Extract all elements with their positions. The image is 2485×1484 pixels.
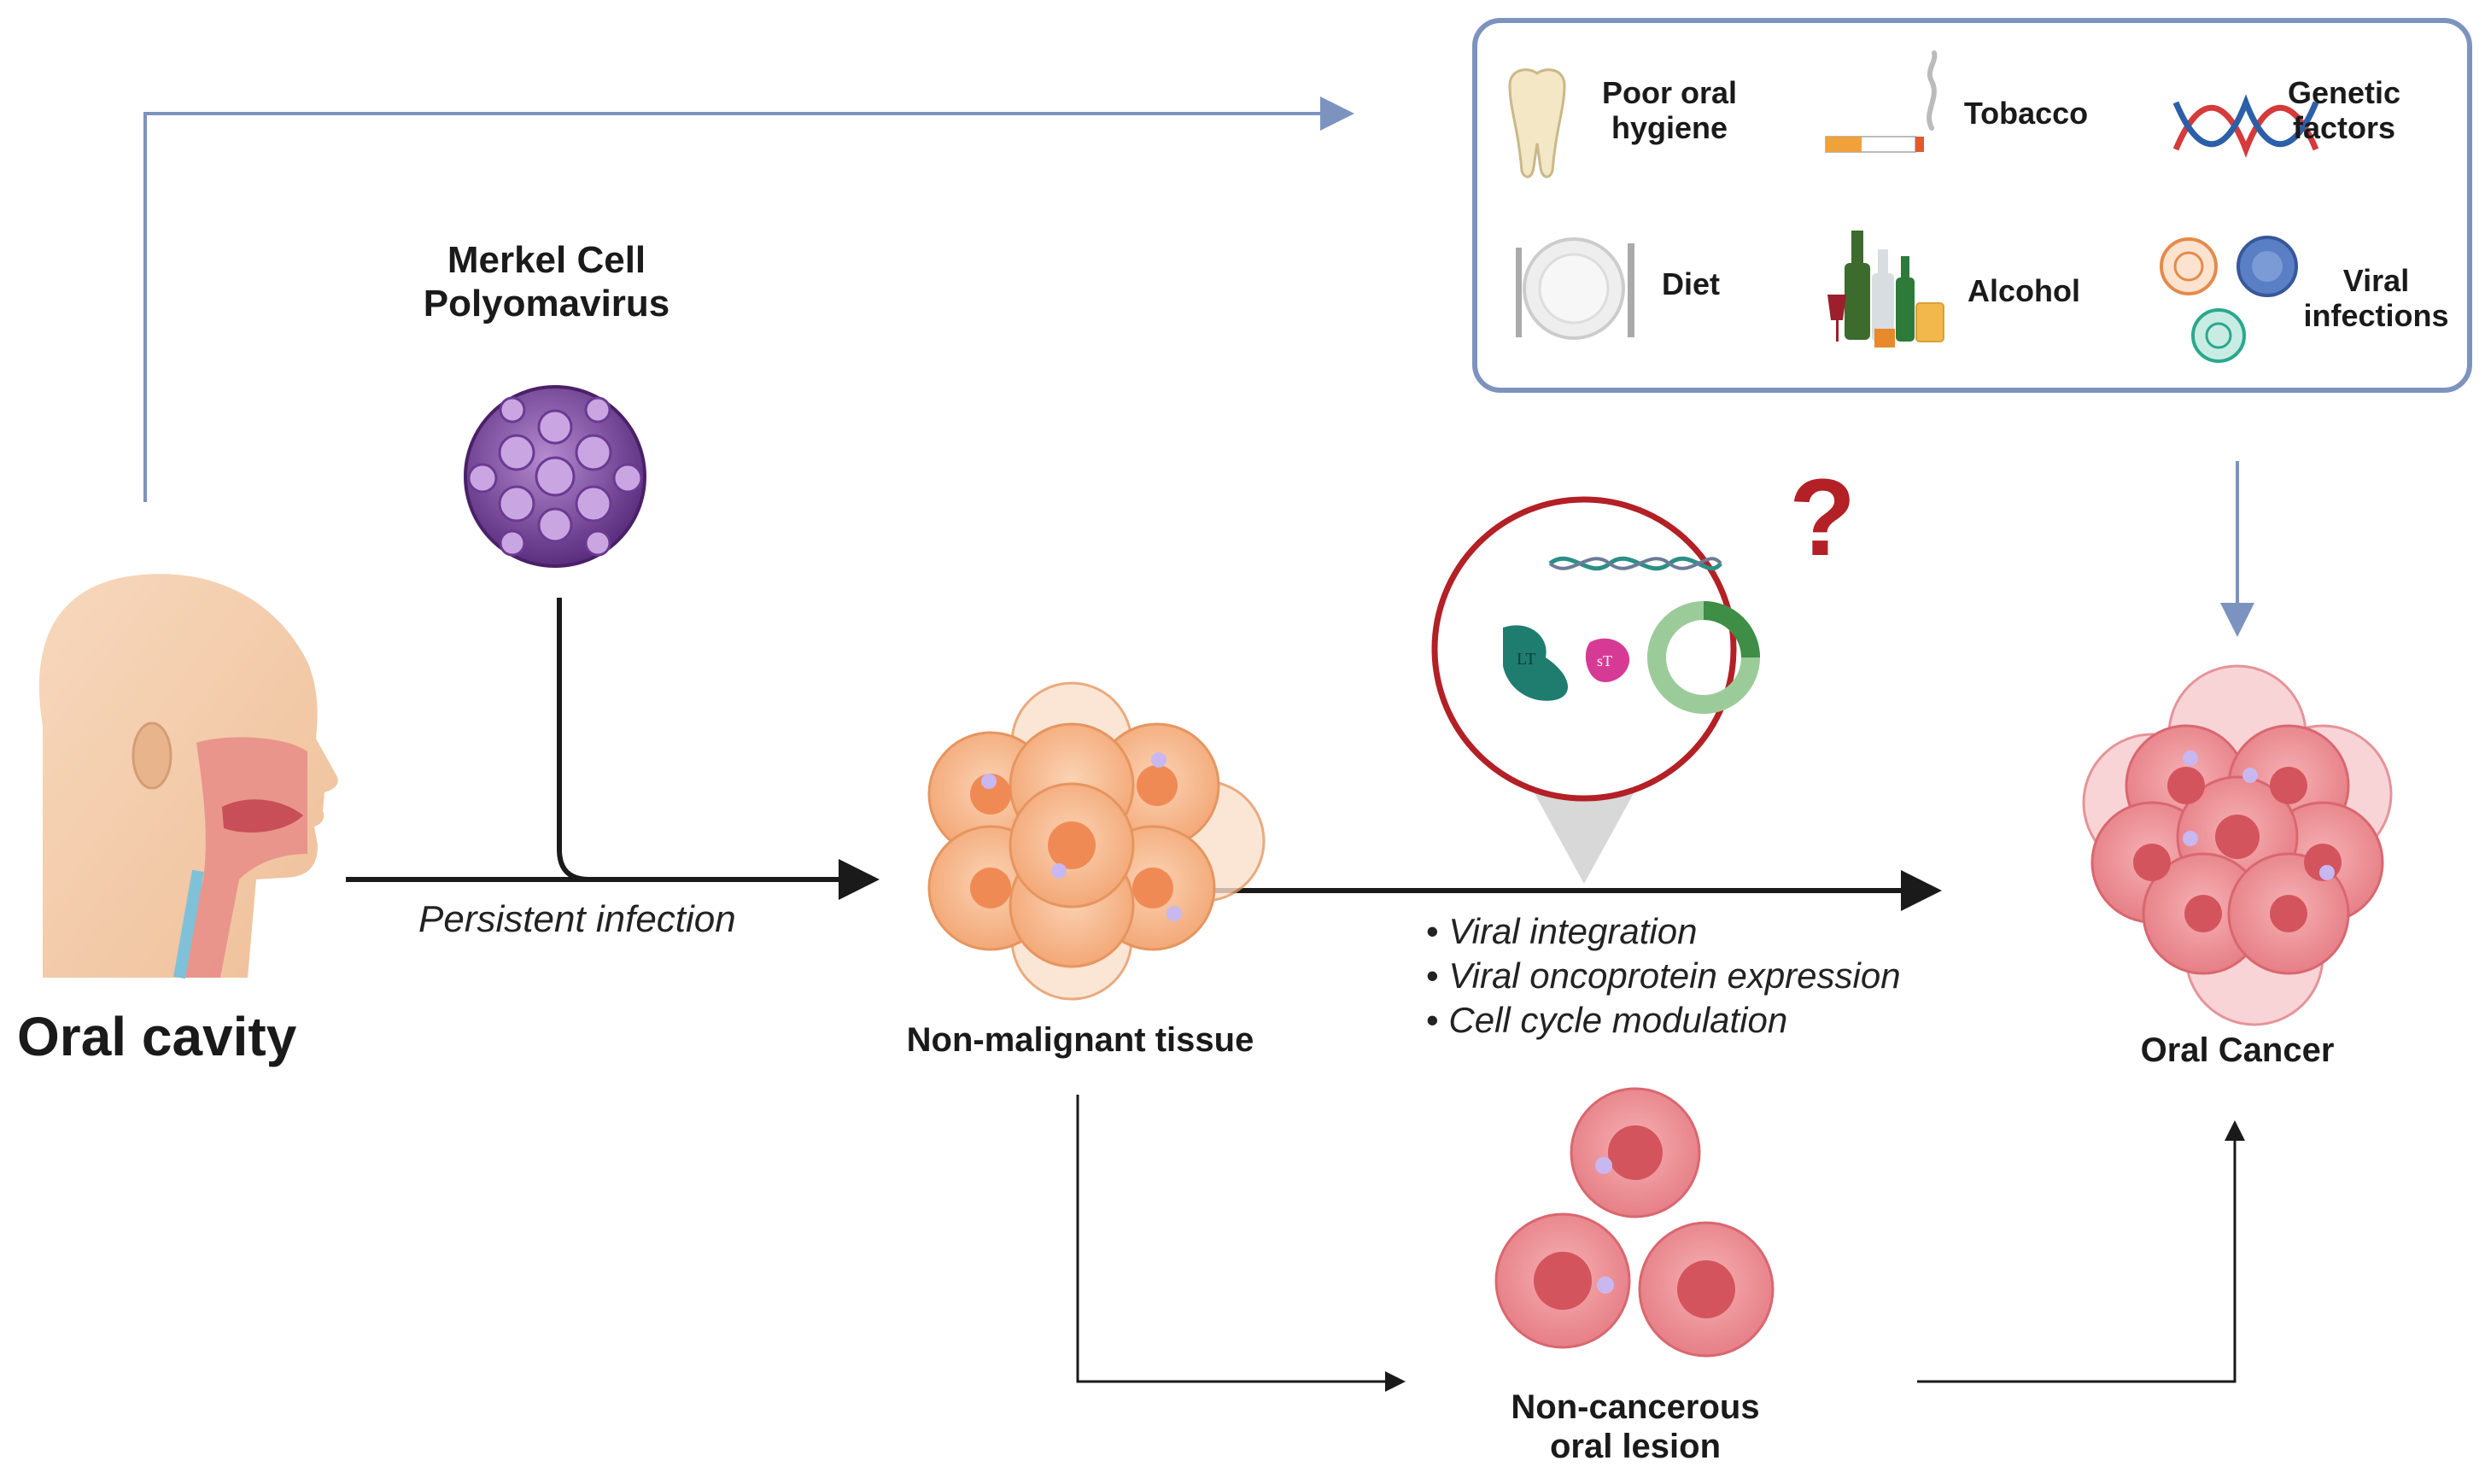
non-malignant-tissue-cluster [927,681,1266,1001]
genetic-factors-label: Genetic factors [2272,75,2417,146]
small-t-antigen-icon [1585,638,1630,682]
oral-cancer-label: Oral Cancer [2140,1031,2335,1069]
non-malignant-tissue-label: Non-malignant tissue [906,1021,1254,1059]
plate-icon [1516,237,1634,340]
arrow-virus-to-infection [557,598,590,882]
viral-infections-label: Viral infections [2297,263,2455,334]
mechanism-item: Cell cycle modulation [1426,998,1901,1043]
mechanism-magnifier: ? LT sT [1431,457,1856,884]
oral-cancer-cluster [2082,664,2393,1026]
poor-oral-hygiene-label: Poor oral hygiene [1580,75,1759,146]
non-cancerous-lesion-label: Non-cancerous oral lesion [1469,1388,1802,1466]
lt-label: LT [1517,650,1536,669]
arrow-tissue-to-lesion [1076,1095,1406,1392]
st-label: sT [1597,652,1612,669]
dna-icon [2172,94,2319,158]
persistent-infection-label: Persistent infection [418,898,736,940]
non-cancerous-lesion-cluster [1494,1087,1775,1358]
mechanism-item: Viral oncoprotein expression [1426,954,1900,998]
poor-oral-hygiene-line1: Poor oral [1601,75,1738,110]
merkel-cell-polyomavirus-label: Merkel Cell Polyomavirus [401,239,692,325]
large-t-antigen-icon [1503,625,1569,701]
question-mark: ? [1789,457,1856,579]
tooth-icon [1508,68,1566,178]
diet-label: Diet [1661,266,1720,301]
arrow-oral-cavity-to-risk-factors [143,96,1354,502]
merkel-label-line2: Polyomavirus [423,282,670,324]
genetic-line2: factors [2292,110,2396,146]
viral-line1: Viral [2342,263,2410,298]
non-cancerous-line1: Non-cancerous [1511,1388,1760,1426]
cigarette-icon [1825,50,1938,153]
arrow-lesion-to-cancer [1917,1120,2245,1383]
genetic-line1: Genetic [2287,75,2401,110]
alcohol-bottles-icon [1827,231,1944,348]
non-cancerous-line2: oral lesion [1549,1428,1722,1465]
viruses-icon [2160,236,2298,363]
head-profile-illustration [38,574,338,979]
tobacco-label: Tobacco [1963,96,2089,131]
merkel-label-line1: Merkel Cell [447,239,646,281]
poor-oral-hygiene-line2: hygiene [1611,110,1728,146]
alcohol-label: Alcohol [1968,273,2080,308]
oral-cavity-label: Oral cavity [17,1006,297,1067]
viral-line2: infections [2303,298,2449,334]
mechanism-list: Viral integration Viral oncoprotein expr… [1426,909,1901,1043]
mechanism-item: Viral integration [1426,909,1901,954]
merkel-cell-polyomavirus-icon [464,385,646,568]
